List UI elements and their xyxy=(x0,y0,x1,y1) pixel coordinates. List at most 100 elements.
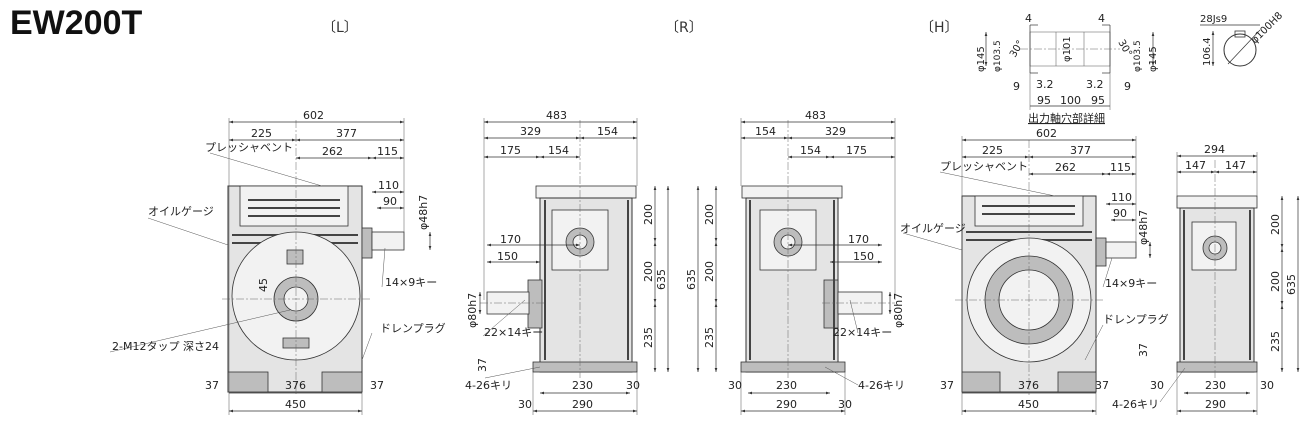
note-drain-plug: ドレンプラグ xyxy=(380,321,446,335)
dim-dia-145-left: φ145 xyxy=(976,46,987,72)
dim-450: 450 xyxy=(1018,398,1039,411)
view-side-drawing xyxy=(1176,160,1258,380)
dim-483: 483 xyxy=(546,109,567,122)
dim-329: 329 xyxy=(825,125,846,138)
dim-602: 602 xyxy=(1036,127,1057,140)
view-h-drawing xyxy=(955,140,1137,395)
dim-262: 262 xyxy=(1055,161,1076,174)
note-drain-plug: ドレンプラグ xyxy=(1103,312,1169,326)
dim-200-top: 200 xyxy=(642,204,655,225)
dim-110: 110 xyxy=(1111,191,1132,204)
dim-30-right: 30 xyxy=(1260,379,1274,392)
dim-450: 450 xyxy=(285,398,306,411)
dim-95-left: 95 xyxy=(1037,94,1051,107)
dim-37-right: 37 xyxy=(370,379,384,392)
dim-45: 45 xyxy=(257,278,270,292)
dim-angle-right: 30° xyxy=(1115,38,1133,59)
view-l-dimensions: 602 225 377 262 115 110 90 φ48h7 45 37 3… xyxy=(109,109,446,415)
dim-635: 635 xyxy=(1285,274,1298,295)
dim-230: 230 xyxy=(776,379,797,392)
dim-154: 154 xyxy=(597,125,618,138)
dim-3.2-right: 3.2 xyxy=(1086,78,1104,91)
dim-230: 230 xyxy=(1205,379,1226,392)
dim-30-left: 30 xyxy=(518,398,532,411)
dim-110: 110 xyxy=(378,179,399,192)
note-pressure-vent: プレッシャベント xyxy=(205,141,293,154)
view-side-dimensions: 294 147 147 200 200 235 635 30 230 30 29… xyxy=(1112,143,1300,415)
dim-115: 115 xyxy=(1110,161,1131,174)
dim-200-top: 200 xyxy=(703,204,716,225)
dim-9-left: 9 xyxy=(1013,80,1020,93)
dim-377: 377 xyxy=(336,127,357,140)
dim-dia-103-right: φ103.5 xyxy=(1133,40,1143,72)
dim-dia-101: φ101 xyxy=(1062,36,1073,62)
dim-200-mid: 200 xyxy=(642,261,655,282)
note-oil-gauge: オイルゲージ xyxy=(148,205,214,218)
view-r1-drawing xyxy=(480,120,638,378)
dim-keyway-depth: 106.4 xyxy=(1202,37,1213,66)
view-l-drawing xyxy=(222,120,405,395)
dim-329: 329 xyxy=(520,125,541,138)
dim-147-left: 147 xyxy=(1185,159,1206,172)
dim-4-right: 4 xyxy=(1098,12,1105,25)
keyway-detail: 28Js9 106.4 φ100H8 xyxy=(1200,10,1285,67)
dim-37: 37 xyxy=(476,358,489,372)
dim-290: 290 xyxy=(1205,398,1226,411)
view-label-h: 〔H〕 xyxy=(920,20,959,36)
dim-dia-145-right: φ145 xyxy=(1148,46,1159,72)
dim-200-mid: 200 xyxy=(703,261,716,282)
dim-150: 150 xyxy=(853,250,874,263)
dim-376: 376 xyxy=(1018,379,1039,392)
dim-635: 635 xyxy=(685,269,698,290)
dim-150: 150 xyxy=(497,250,518,263)
note-key: 14×9キー xyxy=(1105,277,1157,290)
note-holes: 4-26キリ xyxy=(858,379,905,392)
dim-376: 376 xyxy=(285,379,306,392)
dim-90: 90 xyxy=(383,195,397,208)
view-label-l: 〔L〕 xyxy=(322,20,358,36)
note-key: 22×14キー xyxy=(833,326,892,339)
dim-175: 175 xyxy=(846,144,867,157)
dim-175: 175 xyxy=(500,144,521,157)
dim-shaft-dia: φ48h7 xyxy=(1137,210,1150,245)
dim-95-right: 95 xyxy=(1091,94,1105,107)
dim-154-b: 154 xyxy=(800,144,821,157)
dim-154: 154 xyxy=(755,125,776,138)
dim-keyway-width: 28Js9 xyxy=(1200,14,1227,25)
dim-37-left: 37 xyxy=(940,379,954,392)
dim-230: 230 xyxy=(572,379,593,392)
note-tap: 2-M12タップ 深さ24 xyxy=(112,340,219,353)
bore-detail: 4 4 φ145 φ103.5 30° φ101 30° φ103.5 φ145… xyxy=(976,12,1159,125)
dim-30-right: 30 xyxy=(626,379,640,392)
dim-147-right: 147 xyxy=(1225,159,1246,172)
model-title: EW200T xyxy=(10,4,143,42)
dim-154-b: 154 xyxy=(548,144,569,157)
view-r2-dimensions: 483 154 329 154 175 170 150 φ80h7 230 30… xyxy=(685,109,905,415)
view-h-dimensions: 602 225 377 262 115 110 90 φ48h7 37 37 3… xyxy=(900,127,1169,415)
note-holes: 4-26キリ xyxy=(1112,398,1159,411)
dim-37-left: 37 xyxy=(205,379,219,392)
dim-602: 602 xyxy=(303,109,324,122)
dim-235: 235 xyxy=(642,327,655,348)
dim-377: 377 xyxy=(1070,144,1091,157)
dim-dia-103-left: φ103.5 xyxy=(993,40,1003,72)
dim-90: 90 xyxy=(1113,207,1127,220)
note-holes: 4-26キリ xyxy=(465,379,512,392)
dim-290: 290 xyxy=(572,398,593,411)
dim-30-right: 30 xyxy=(838,398,852,411)
dim-635: 635 xyxy=(655,269,668,290)
dim-shaft-dia: φ80h7 xyxy=(466,293,479,328)
view-r2-drawing xyxy=(740,120,895,378)
dim-170: 170 xyxy=(500,233,521,246)
dim-170: 170 xyxy=(848,233,869,246)
view-label-r: 〔R〕 xyxy=(665,20,703,36)
dim-225: 225 xyxy=(251,127,272,140)
dim-200-mid: 200 xyxy=(1269,271,1282,292)
dim-200-top: 200 xyxy=(1269,214,1282,235)
dim-294: 294 xyxy=(1204,143,1225,156)
dim-30-left: 30 xyxy=(1150,379,1164,392)
view-r1-dimensions: 483 329 154 175 154 170 150 φ80h7 37 230… xyxy=(465,109,670,415)
dim-9-right: 9 xyxy=(1124,80,1131,93)
dim-shaft-dia: φ48h7 xyxy=(417,195,430,230)
